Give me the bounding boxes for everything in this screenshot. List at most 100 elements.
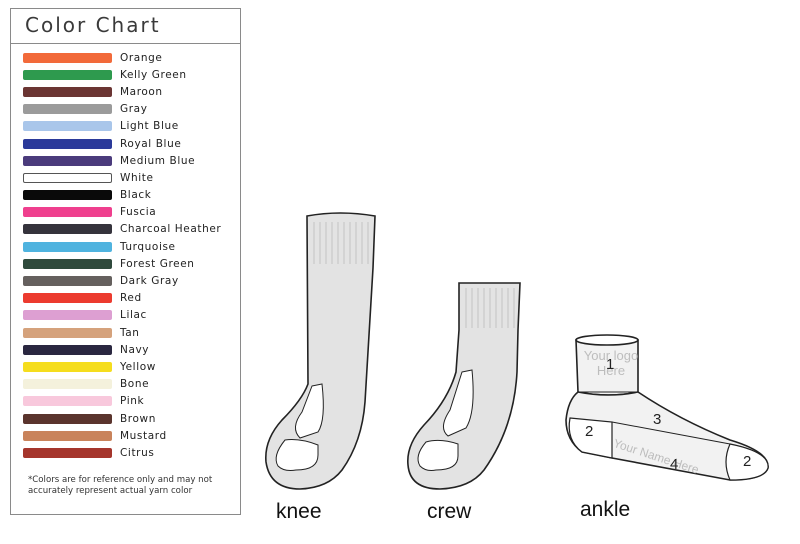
- crew-sock-heel: [417, 439, 459, 471]
- knee-sock-ribbing: [313, 222, 369, 264]
- color-swatch: [23, 224, 112, 235]
- color-row: Charcoal Heather: [23, 221, 233, 238]
- crew-sock: [407, 282, 521, 490]
- ankle-sock-label: ankle: [580, 498, 631, 521]
- color-chart-title: Color Chart: [25, 13, 161, 37]
- color-swatch: [23, 396, 112, 407]
- color-swatch: [23, 430, 112, 441]
- ankle-logo-text: Your logo Here: [581, 348, 641, 378]
- knee-sock-heel: [275, 439, 319, 471]
- color-name: Royal Blue: [120, 137, 182, 150]
- color-row: Red: [23, 290, 233, 307]
- color-name: Red: [120, 292, 142, 305]
- color-name: Charcoal Heather: [120, 223, 222, 236]
- color-swatch: [23, 155, 112, 166]
- color-name: Tan: [120, 326, 140, 339]
- color-swatch: [23, 379, 112, 390]
- crew-sock-ribbing: [465, 288, 515, 328]
- ankle-sock-heel-zone: [568, 417, 613, 459]
- color-chart-divider: [11, 43, 240, 44]
- color-name: Medium Blue: [120, 154, 196, 167]
- knee-sock: [265, 212, 376, 490]
- color-row: Forest Green: [23, 255, 233, 272]
- color-row: Tan: [23, 324, 233, 341]
- color-row: Turquoise: [23, 238, 233, 255]
- color-name: Yellow: [120, 360, 156, 373]
- color-name: Mustard: [120, 429, 167, 442]
- color-row: Dark Gray: [23, 272, 233, 289]
- ankle-sock: [565, 334, 769, 481]
- color-name: Black: [120, 189, 152, 202]
- color-row: Kelly Green: [23, 66, 233, 83]
- color-swatch: [23, 121, 112, 132]
- color-name: Gray: [120, 103, 148, 116]
- color-row: Gray: [23, 101, 233, 118]
- color-name: Forest Green: [120, 257, 195, 270]
- ankle-zone-2-heel: 2: [585, 423, 594, 440]
- color-row: Lilac: [23, 307, 233, 324]
- color-name: Maroon: [120, 85, 163, 98]
- color-row: Orange: [23, 49, 233, 66]
- color-swatch: [23, 258, 112, 269]
- crew-sock-footpad: [443, 369, 474, 437]
- color-swatch: [23, 172, 112, 183]
- color-row: Navy: [23, 341, 233, 358]
- color-row: Fuscia: [23, 204, 233, 221]
- color-name: Citrus: [120, 446, 155, 459]
- color-name: Brown: [120, 412, 156, 425]
- ankle-sock-toe-zone: [725, 443, 769, 481]
- color-swatch: [23, 190, 112, 201]
- color-swatch: [23, 276, 112, 287]
- knee-sock-label: knee: [276, 500, 322, 523]
- knee-sock-outline: [265, 212, 376, 490]
- color-name: Turquoise: [120, 240, 176, 253]
- color-swatch: [23, 86, 112, 97]
- knee-sock-footpad: [295, 383, 324, 439]
- color-swatch: [23, 447, 112, 458]
- color-row: Royal Blue: [23, 135, 233, 152]
- color-name: Fuscia: [120, 206, 157, 219]
- ankle-zone-1: 1: [606, 356, 615, 373]
- color-name: Light Blue: [120, 120, 179, 133]
- color-name: Pink: [120, 395, 145, 408]
- color-name: Dark Gray: [120, 275, 179, 288]
- color-swatch: [23, 138, 112, 149]
- color-swatch: [23, 310, 112, 321]
- color-swatch: [23, 293, 112, 304]
- color-swatch: [23, 52, 112, 63]
- color-name: Navy: [120, 343, 150, 356]
- color-row: Mustard: [23, 427, 233, 444]
- color-swatch: [23, 241, 112, 252]
- color-name: Lilac: [120, 309, 147, 322]
- color-row: Yellow: [23, 358, 233, 375]
- color-swatch: [23, 344, 112, 355]
- color-chart-note: *Colors are for reference only and may n…: [28, 475, 213, 496]
- ankle-sock-opening: [575, 334, 639, 346]
- color-row: White: [23, 169, 233, 186]
- color-swatch: [23, 413, 112, 424]
- color-name: Orange: [120, 51, 163, 64]
- ankle-zone-3: 3: [653, 411, 662, 428]
- ankle-zone-4: 4: [670, 456, 679, 473]
- color-name: White: [120, 171, 154, 184]
- color-row: Pink: [23, 393, 233, 410]
- color-row: Brown: [23, 410, 233, 427]
- color-row: Black: [23, 187, 233, 204]
- color-row: Bone: [23, 376, 233, 393]
- ankle-zone-2-toe: 2: [743, 453, 752, 470]
- color-swatch: [23, 361, 112, 372]
- color-name: Kelly Green: [120, 68, 187, 81]
- color-row: Medium Blue: [23, 152, 233, 169]
- color-row: Citrus: [23, 444, 233, 461]
- ankle-logo-line2: Here: [596, 363, 626, 378]
- color-row: Maroon: [23, 83, 233, 100]
- color-row: Light Blue: [23, 118, 233, 135]
- color-swatch: [23, 207, 112, 218]
- ankle-logo-line1: Your logo: [583, 348, 639, 363]
- color-swatch: [23, 327, 112, 338]
- color-swatch: [23, 104, 112, 115]
- color-swatch: [23, 69, 112, 80]
